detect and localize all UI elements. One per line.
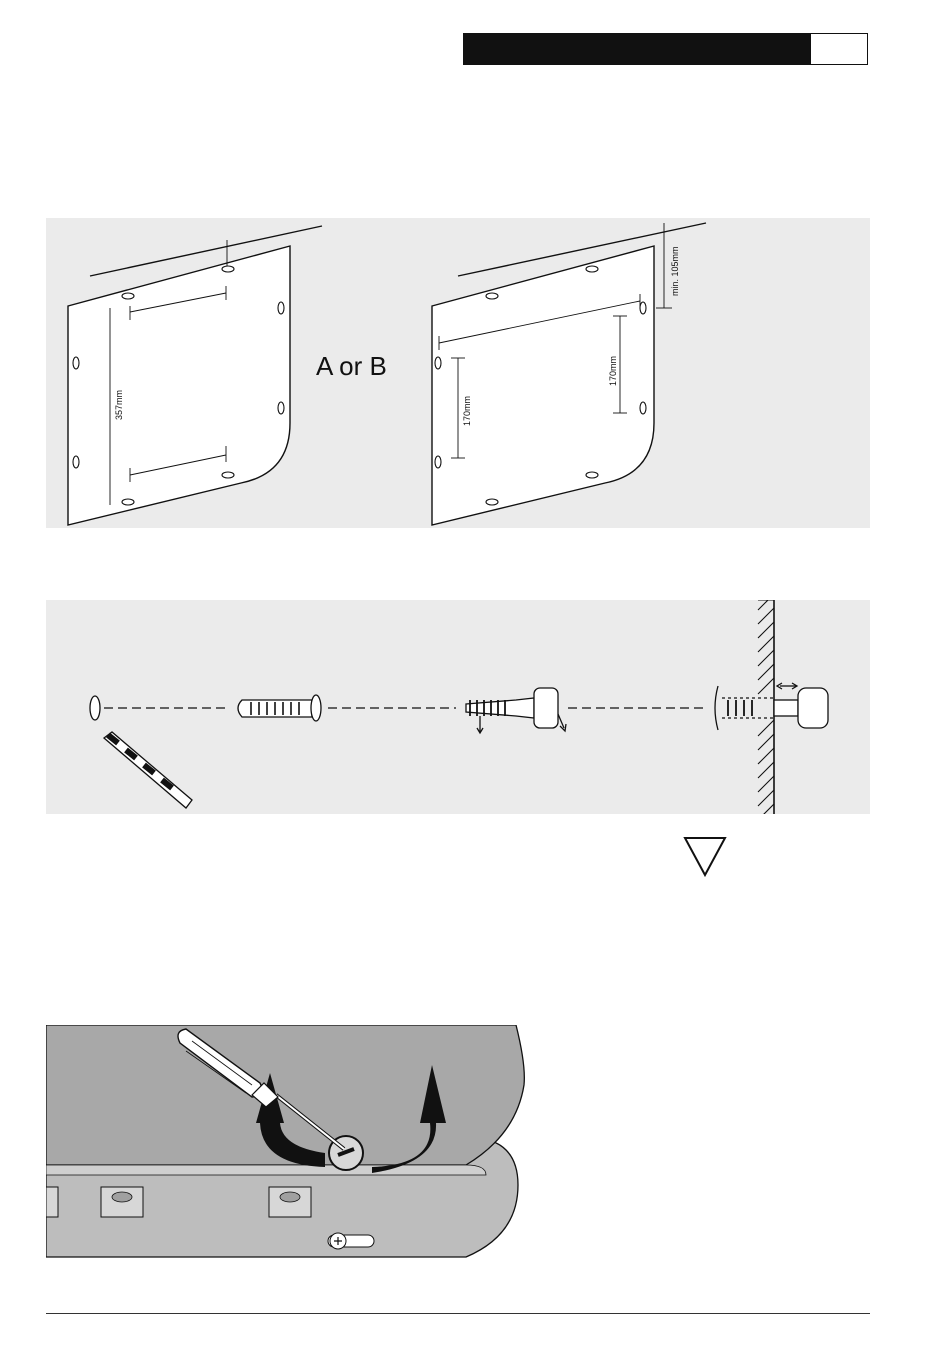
plate-a [68,246,290,525]
plate-b [432,246,654,525]
keyhole-icon [328,1233,374,1249]
dim-357mm: 357mm [114,390,124,420]
screw-assembly-figure [46,600,870,814]
page-number-box [810,33,868,65]
option-label: A or B [316,351,387,381]
mounting-template-figure: A or B 357mm 170mm 170mm min. 105mm [46,218,870,528]
warning-triangle-icon [683,836,727,878]
dim-170mm-right: 170mm [608,356,618,386]
dim-170mm-left: 170mm [462,396,472,426]
drill-hole [90,696,100,720]
screw-assembly-drawing [46,600,870,814]
cover-removal-drawing [46,1025,526,1260]
mounting-template-drawing: A or B 357mm 170mm 170mm min. 105mm [46,218,870,528]
cover-removal-figure [46,1025,526,1260]
footer-rule [46,1313,870,1314]
dim-min-105mm: min. 105mm [670,246,680,296]
drill-bit-icon [104,732,192,808]
header-bar [463,33,810,65]
